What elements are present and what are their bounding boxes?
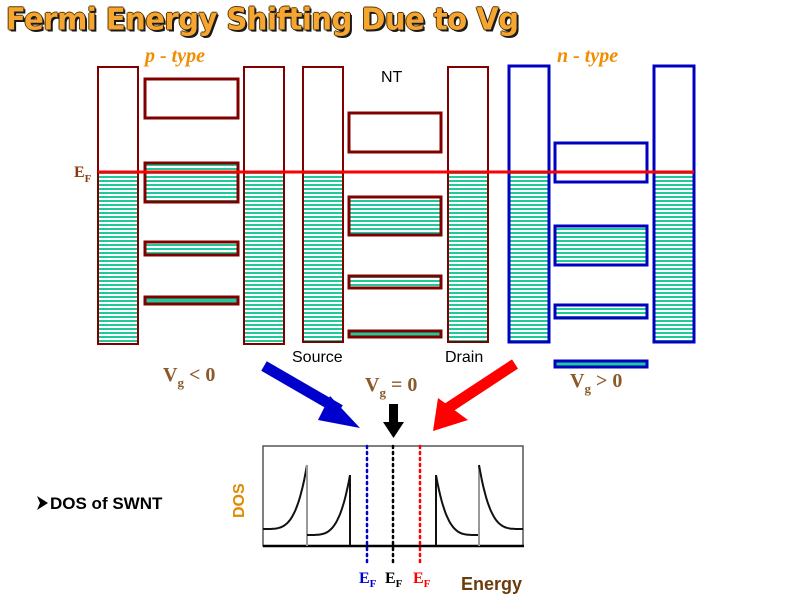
gate-label-negative: Vg < 0 <box>163 364 215 390</box>
p-left-electrode-filled <box>98 172 138 344</box>
n-valence-band-3 <box>553 359 649 369</box>
p-conduction-band <box>143 77 240 120</box>
source-electrode-filled <box>303 172 343 342</box>
arrow-bullet-icon <box>37 496 48 510</box>
p-valence-band-2 <box>143 240 240 257</box>
nt-label: NT <box>381 69 403 86</box>
drain-electrode-filled <box>448 172 488 342</box>
n-left-electrode <box>507 64 551 344</box>
n-right-electrode-filled <box>654 172 694 342</box>
n-conduction-band <box>553 141 649 184</box>
dos-curves <box>263 464 523 546</box>
fermi-label: EF <box>74 164 92 185</box>
dos-axis-label: DOS <box>231 483 248 518</box>
vhs-curve-3 <box>435 474 479 536</box>
red-arrow-icon <box>433 359 519 431</box>
bullet-text: DOS of SWNT <box>50 494 163 513</box>
n-right-electrode <box>652 64 696 344</box>
ef-label-red: EF <box>413 570 431 590</box>
drain-label: Drain <box>445 349 483 366</box>
nt-valence-band-2 <box>347 274 443 290</box>
n-left-electrode-filled <box>509 172 549 342</box>
p-left-electrode <box>97 66 139 345</box>
n-type-panel <box>507 64 696 369</box>
p-type-label: p - type <box>143 45 205 67</box>
n-valence-band-1 <box>553 224 649 267</box>
p-valence-band-1 <box>143 161 240 204</box>
vhs-curve-2 <box>307 474 351 536</box>
p-type-panel <box>97 66 285 345</box>
source-label: Source <box>292 349 343 366</box>
gate-label-positive: Vg > 0 <box>570 370 622 396</box>
dos-plot: DOS Energy <box>231 444 524 594</box>
dos-bullet: DOS of SWNT <box>37 494 163 513</box>
dos-fermi-markers <box>365 444 422 566</box>
vhs-curve-4 <box>478 464 523 530</box>
slide-title: Fermi Energy Shifting Due to Vg <box>6 1 519 37</box>
vhs-curve-1 <box>263 464 308 530</box>
nt-valence-band-3 <box>347 329 443 339</box>
ef-label-blue: EF <box>359 570 377 590</box>
gate-label-zero: Vg = 0 <box>365 374 417 400</box>
black-arrow-icon <box>383 404 404 438</box>
neutral-panel <box>302 66 489 343</box>
n-valence-band-2 <box>553 303 649 320</box>
source-electrode <box>302 66 344 343</box>
ef-label-black: EF <box>385 570 403 590</box>
blue-arrow-icon <box>261 361 360 428</box>
p-right-electrode <box>243 66 285 345</box>
drain-electrode <box>447 66 489 343</box>
energy-axis-label: Energy <box>461 574 522 594</box>
p-right-electrode-filled <box>244 172 284 344</box>
p-valence-band-3 <box>143 295 240 306</box>
n-type-label: n - type <box>557 45 618 67</box>
nt-valence-band-1 <box>347 195 443 237</box>
nt-conduction-band <box>347 111 443 154</box>
